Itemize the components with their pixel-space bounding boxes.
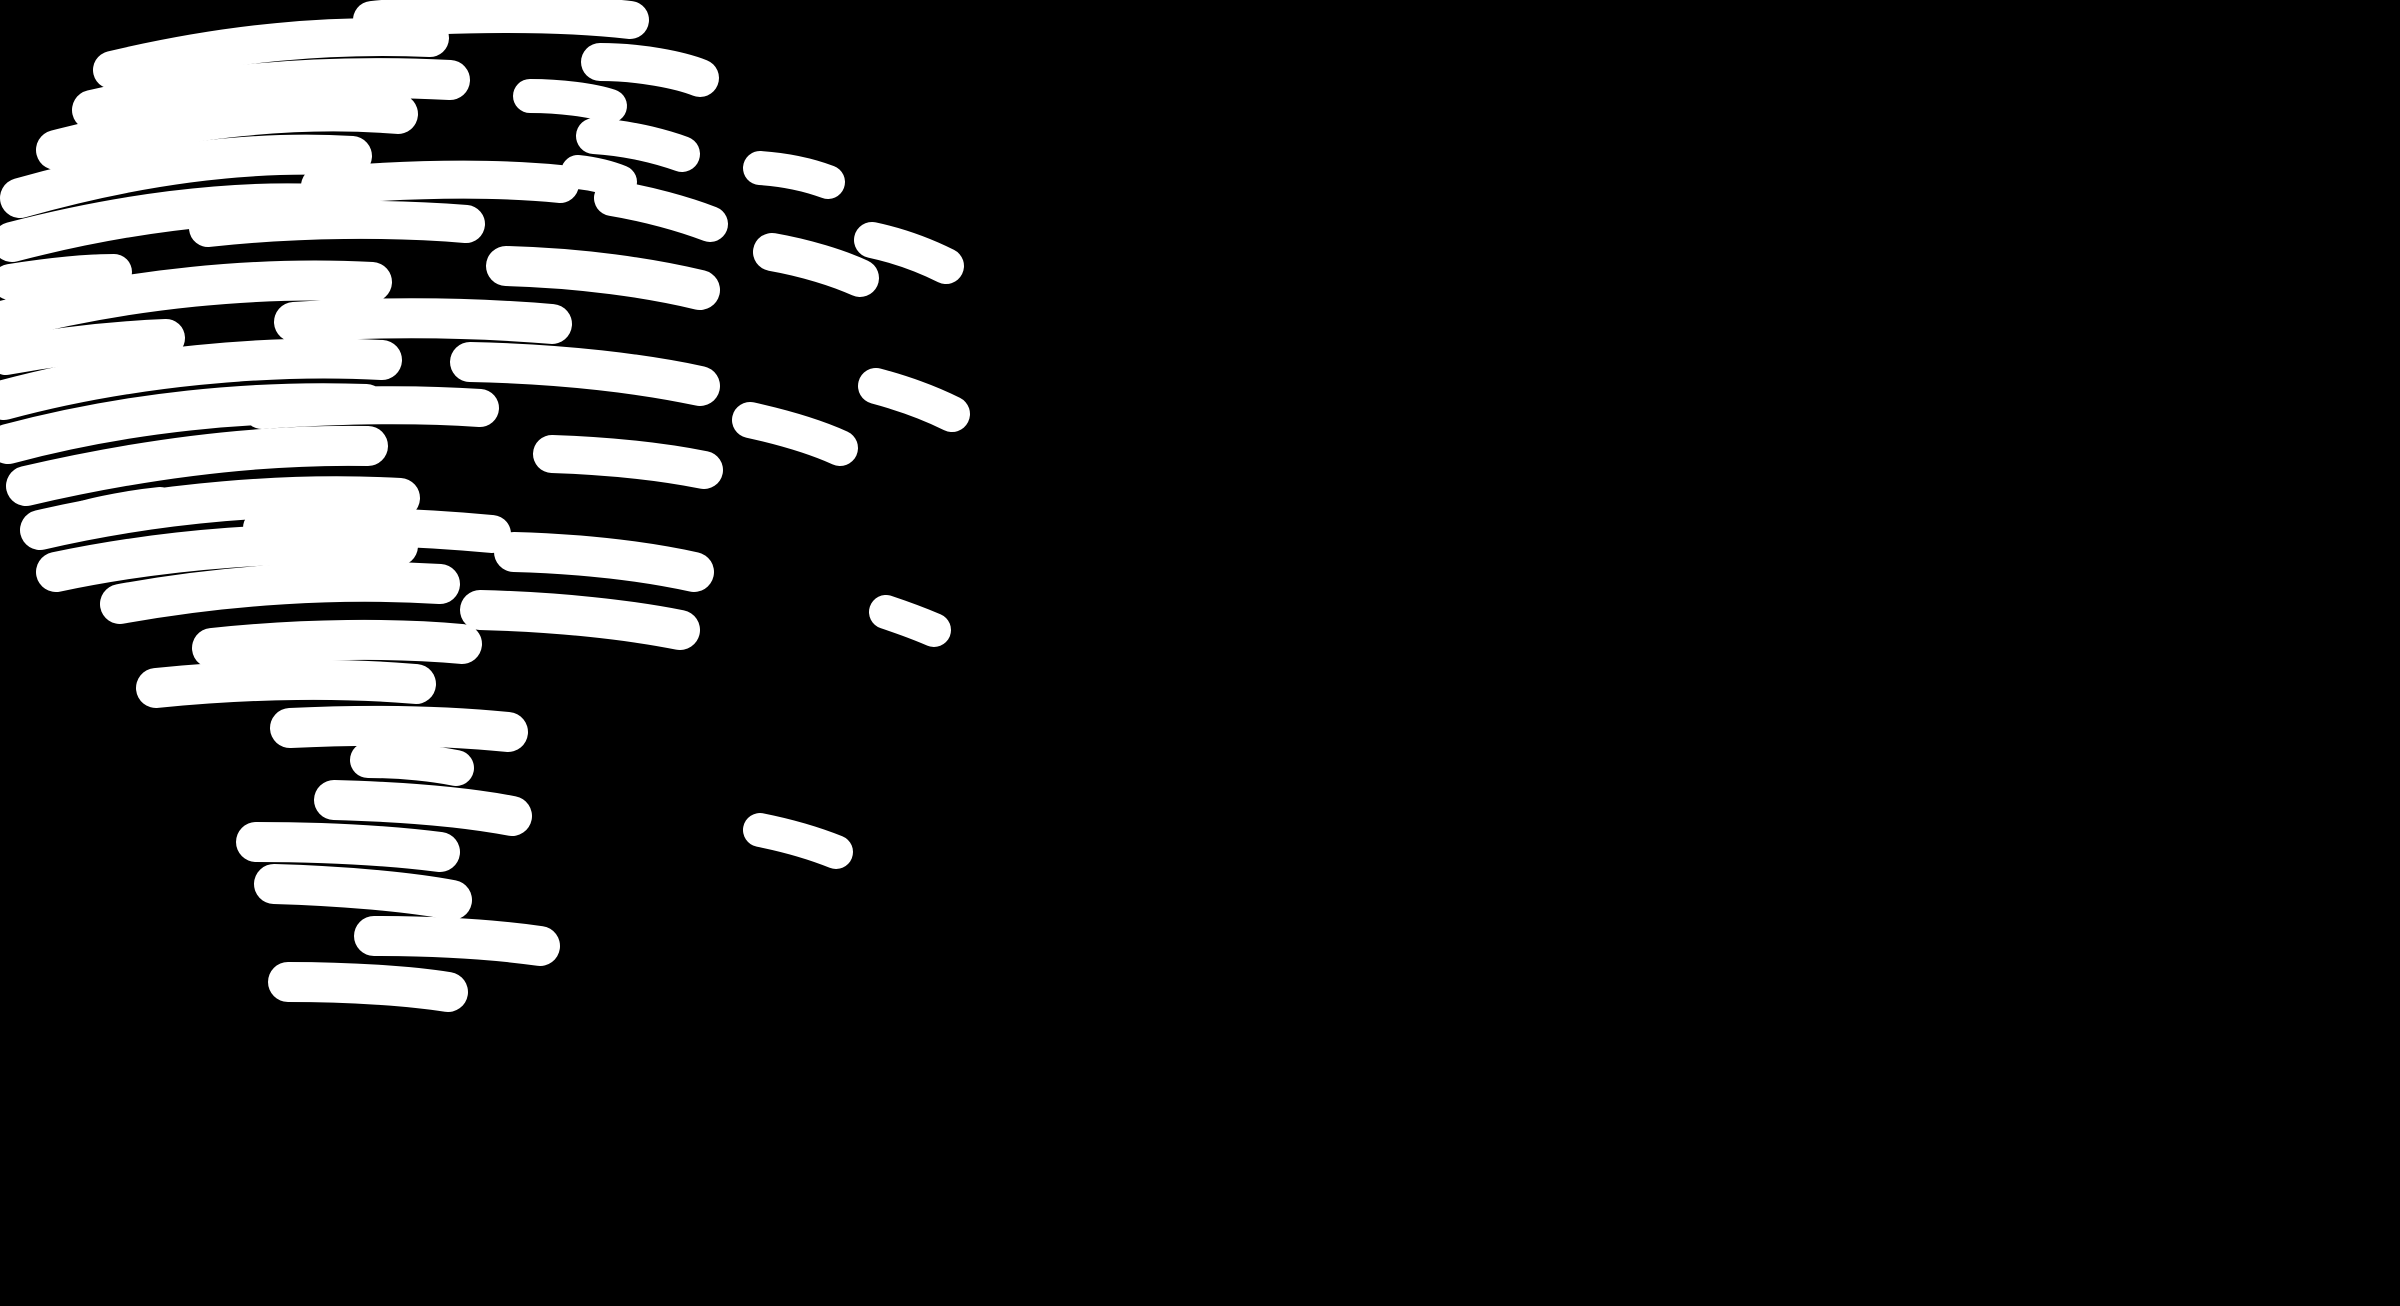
logo-dash-stroke	[36, 91, 418, 170]
logo-dash-stroke	[460, 590, 700, 650]
logo-dash-stroke	[533, 435, 723, 489]
logo-dash-stroke	[858, 368, 970, 432]
logo-dash-stroke	[314, 780, 532, 836]
logo-dash-stroke	[100, 561, 460, 624]
logo-dash-stroke	[72, 58, 470, 130]
logo-dash-stroke	[189, 200, 485, 247]
logo-dash-stroke	[450, 342, 720, 406]
logo-dash-stroke	[36, 524, 418, 592]
logo-dash-stroke	[354, 916, 560, 966]
logo-dash-group	[0, 0, 970, 1012]
logo-dash-stroke	[576, 118, 700, 172]
logo-dash-stroke	[236, 822, 460, 872]
logo-dash-stroke	[581, 43, 719, 97]
logo-dash-stroke	[243, 386, 499, 429]
logo-dash-stroke	[732, 402, 858, 466]
logo-dash-stroke	[753, 233, 879, 297]
abstract-sphere-logo	[0, 0, 1050, 1060]
logo-dash-stroke	[254, 864, 472, 920]
logo-dash-stroke	[20, 476, 420, 550]
logo-dash-stroke	[854, 222, 964, 284]
logo-dash-stroke	[0, 254, 132, 300]
logo-dash-stroke	[869, 595, 951, 647]
logo-dash-stroke	[0, 260, 392, 340]
logo-dash-stroke	[486, 246, 720, 310]
logo-dash-stroke	[350, 742, 474, 786]
logo-dash-stroke	[6, 425, 388, 506]
logo-dash-stroke	[192, 619, 482, 668]
logo-dash-stroke	[743, 813, 853, 869]
logo-dash-stroke	[513, 79, 627, 123]
logo-dash-stroke	[301, 160, 579, 205]
logo-dash-stroke	[561, 155, 637, 199]
logo-dash-stroke	[93, 18, 449, 89]
logo-dash-stroke	[494, 532, 714, 592]
logo-dash-stroke	[594, 180, 728, 242]
logo-dash-stroke	[743, 151, 845, 199]
logo-dash-stroke	[353, 0, 649, 39]
logo-dash-stroke	[270, 705, 528, 752]
logo-dash-stroke	[136, 659, 436, 708]
logo-dash-stroke	[268, 962, 468, 1012]
logo-dash-stroke	[0, 338, 402, 420]
empty-background-region	[1050, 0, 2400, 1306]
logo-dash-stroke	[0, 183, 340, 262]
logo-dash-stroke	[0, 319, 185, 375]
logo-dash-stroke	[274, 298, 572, 344]
logo-dash-stroke	[0, 134, 372, 218]
